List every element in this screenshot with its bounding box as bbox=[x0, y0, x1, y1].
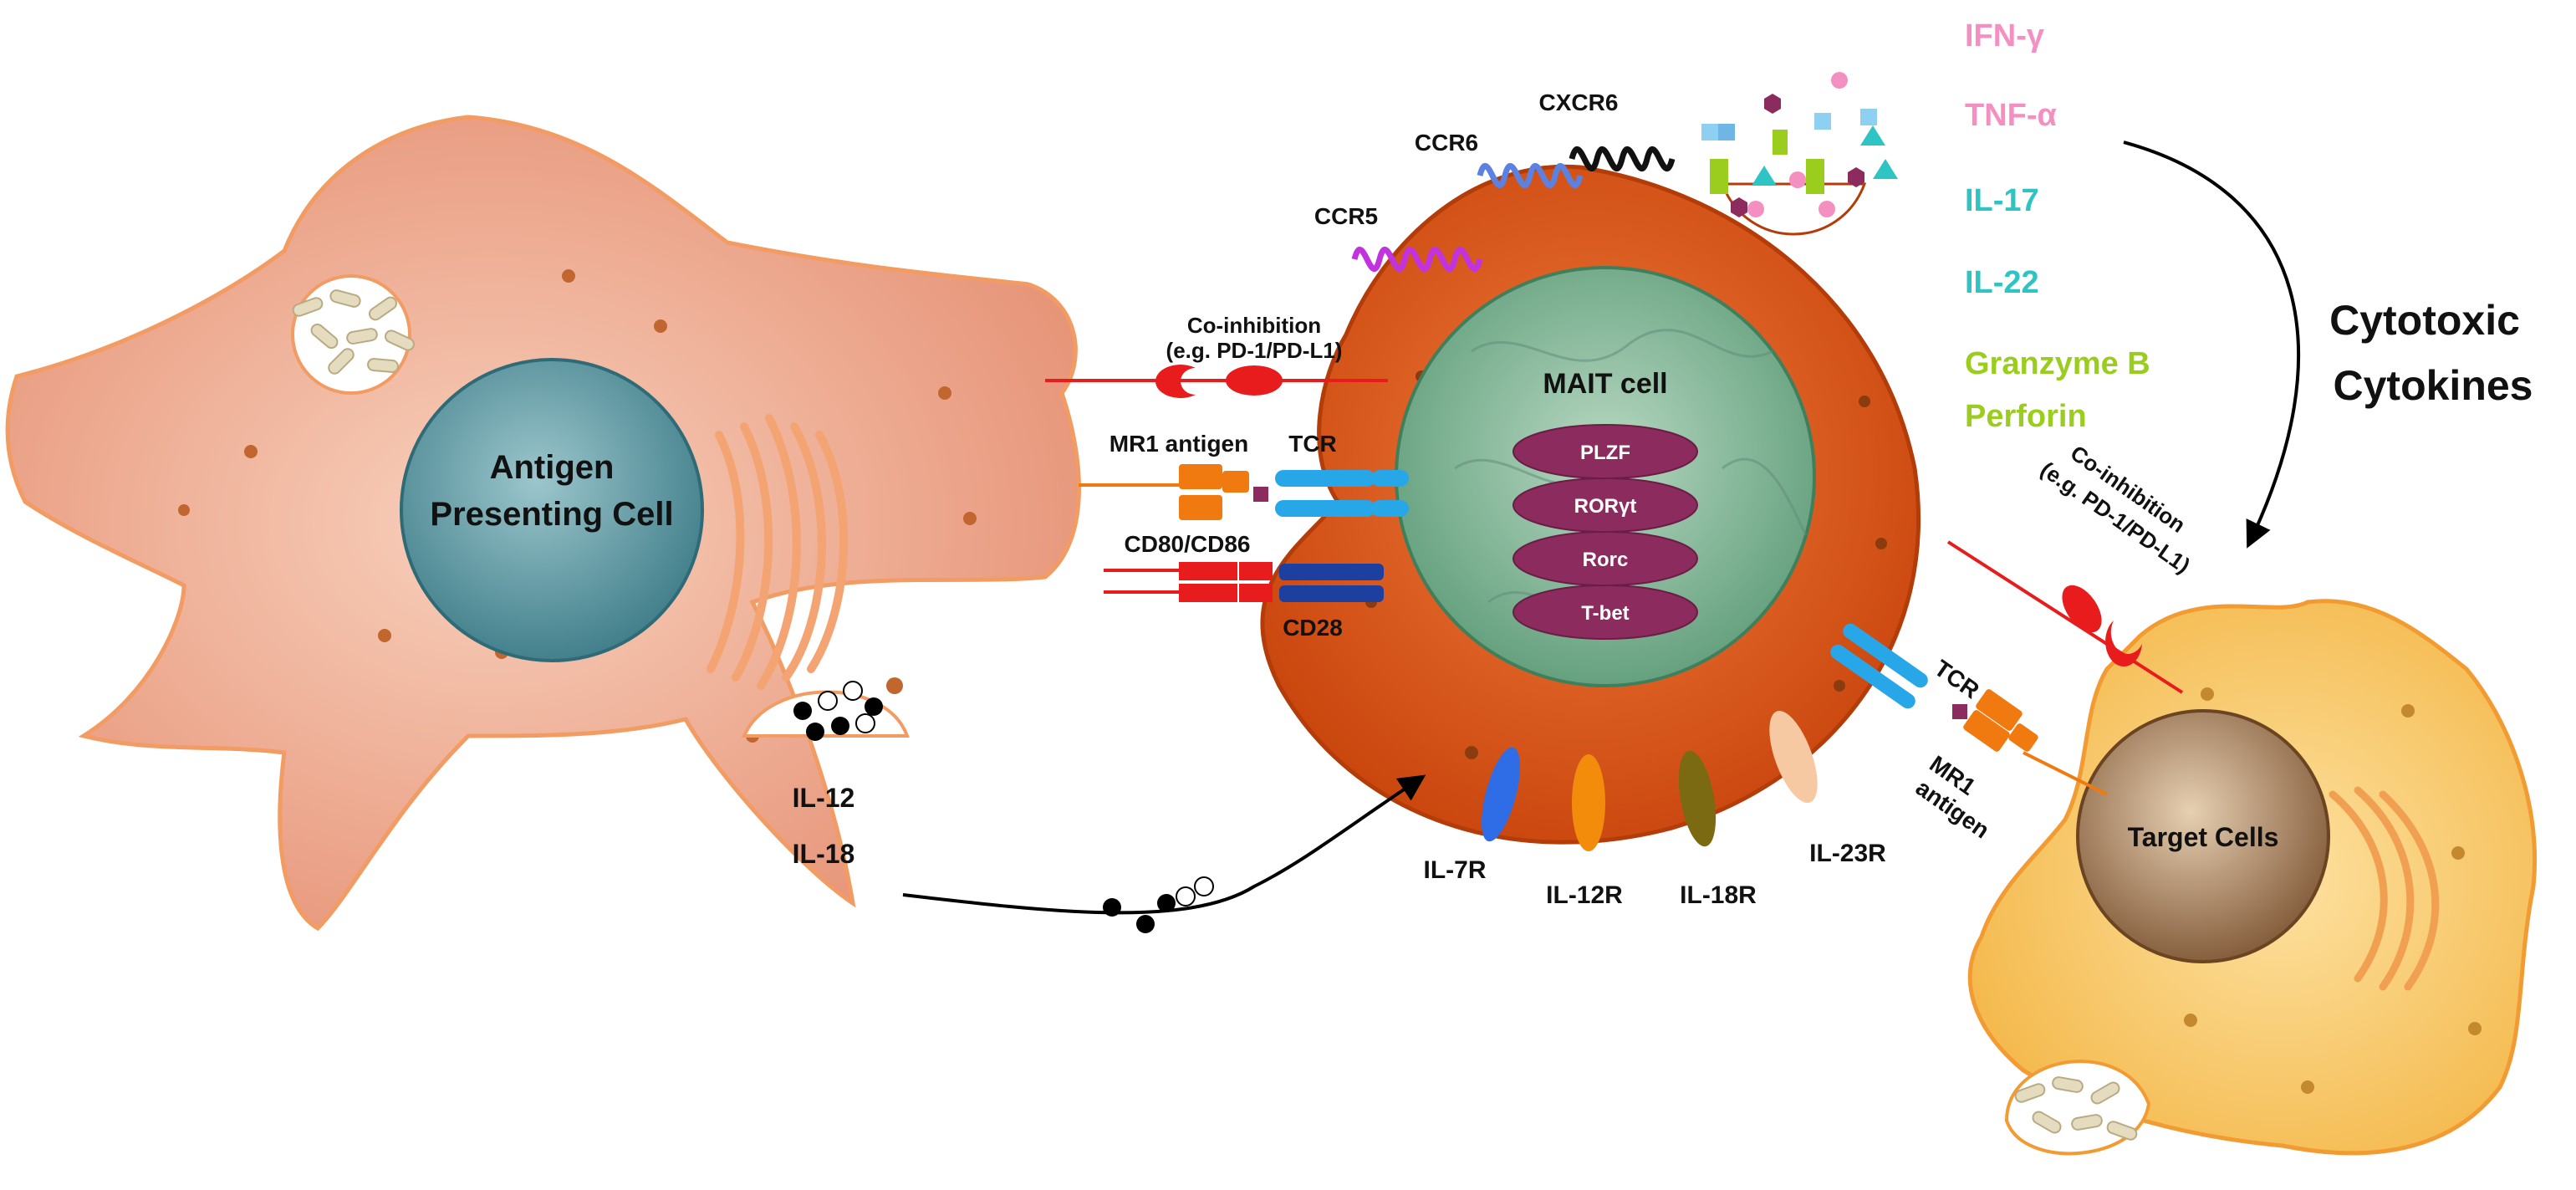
ccr6-label: CCR6 bbox=[1415, 130, 1478, 156]
cytokine-il17: IL-17 bbox=[1965, 183, 2039, 218]
il18r-receptor bbox=[1678, 750, 1716, 847]
tf-band-tbet bbox=[1512, 585, 1698, 640]
il18r-label: IL-18R bbox=[1680, 881, 1757, 909]
mait-cell: MAIT cell PLZF RORγt Rorc T-bet CCR5 CCR… bbox=[1260, 72, 1921, 909]
il23r-receptor bbox=[1769, 710, 1818, 804]
tcr-left bbox=[1275, 470, 1409, 517]
mait-label: MAIT cell bbox=[1543, 368, 1667, 400]
coinhibition-left-line2: (e.g. PD-1/PD-L1) bbox=[1166, 338, 1343, 363]
cytokine-il22: IL-22 bbox=[1965, 265, 2039, 300]
il23r-label: IL-23R bbox=[1809, 840, 1886, 867]
cytotoxic-label-line2: Cytokines bbox=[2334, 362, 2533, 409]
il12r-receptor bbox=[1572, 754, 1605, 851]
target-label: Target Cells bbox=[2128, 822, 2279, 852]
tcr-right-label: TCR bbox=[1930, 655, 1984, 703]
tcr-right bbox=[1830, 623, 1928, 709]
apc-nucleus bbox=[400, 358, 704, 662]
il12-label: IL-12 bbox=[793, 783, 855, 813]
mr1-left bbox=[1179, 464, 1222, 489]
mr1-antigen-left-label: MR1 antigen bbox=[1109, 431, 1248, 457]
il7r-receptor bbox=[1482, 747, 1520, 842]
tf-plzf: PLZF bbox=[1580, 442, 1630, 464]
synapse-left: Co-inhibition (e.g. PD-1/PD-L1) MR1 anti… bbox=[1045, 313, 1409, 641]
apc-phagosome bbox=[291, 274, 415, 395]
pd-l1-left bbox=[1155, 365, 1196, 398]
cd80-cd86 bbox=[1179, 562, 1237, 580]
il7r-label: IL-7R bbox=[1424, 856, 1487, 884]
apc-secretory-vesicle bbox=[741, 681, 910, 741]
tf-rorgt: RORγt bbox=[1574, 495, 1637, 518]
cytokine-perforin: Perforin bbox=[1965, 399, 2087, 434]
target-cell: Target Cells bbox=[1967, 599, 2538, 1156]
target-nucleus bbox=[2076, 709, 2330, 963]
apc-label-line2: Presenting Cell bbox=[430, 496, 673, 533]
ccr5-label: CCR5 bbox=[1314, 203, 1378, 229]
target-phagosome bbox=[2004, 1060, 2151, 1156]
mr1-right bbox=[1963, 689, 2038, 752]
cd28 bbox=[1279, 564, 1384, 580]
cxcr6-receptor bbox=[1569, 146, 1676, 171]
cytokine-ifn-gamma: IFN-γ bbox=[1965, 18, 2044, 54]
pd-l1-right bbox=[2105, 621, 2142, 667]
tf-rorc: Rorc bbox=[1583, 549, 1629, 571]
apc-label-line1: Antigen bbox=[490, 449, 615, 486]
cytokine-tnf-alpha: TNF-α bbox=[1965, 98, 2057, 133]
pd1-right bbox=[2062, 585, 2102, 633]
cytokine-list: IFN-γ TNF-α IL-17 IL-22 Granzyme B Perfo… bbox=[1965, 18, 2150, 434]
il18-label: IL-18 bbox=[793, 839, 855, 869]
cd80-cd86-label: CD80/CD86 bbox=[1125, 531, 1251, 557]
pd1-left bbox=[1226, 365, 1283, 396]
cytotoxic-label-line1: Cytotoxic bbox=[2329, 297, 2520, 344]
cytokine-granzyme-b: Granzyme B bbox=[1965, 346, 2150, 381]
il12-il18-arrow bbox=[902, 774, 1426, 915]
antigen-right bbox=[1949, 701, 1971, 723]
apc-vesicles bbox=[178, 269, 977, 743]
cd28-label: CD28 bbox=[1283, 615, 1343, 641]
antigen-left bbox=[1250, 483, 1272, 505]
apc-cell: Antigen Presenting Cell IL-12 IL-18 bbox=[5, 115, 1081, 932]
il12r-label: IL-12R bbox=[1546, 881, 1623, 909]
il12-il18-particles bbox=[1103, 876, 1214, 933]
ccr6-receptor bbox=[1477, 163, 1584, 188]
cytokine-granules bbox=[1701, 72, 1898, 217]
target-golgi bbox=[2329, 786, 2440, 991]
apc-golgi bbox=[706, 414, 849, 690]
tf-tbet: T-bet bbox=[1581, 602, 1629, 625]
cxcr6-label: CXCR6 bbox=[1539, 89, 1619, 115]
transcription-factors: PLZF RORγt Rorc T-bet bbox=[1512, 424, 1698, 640]
cytokine-arrow bbox=[2123, 140, 2300, 549]
coinhibition-left-line1: Co-inhibition bbox=[1187, 313, 1321, 338]
ccr5-receptor bbox=[1351, 247, 1483, 272]
tcr-left-label: TCR bbox=[1288, 431, 1337, 457]
